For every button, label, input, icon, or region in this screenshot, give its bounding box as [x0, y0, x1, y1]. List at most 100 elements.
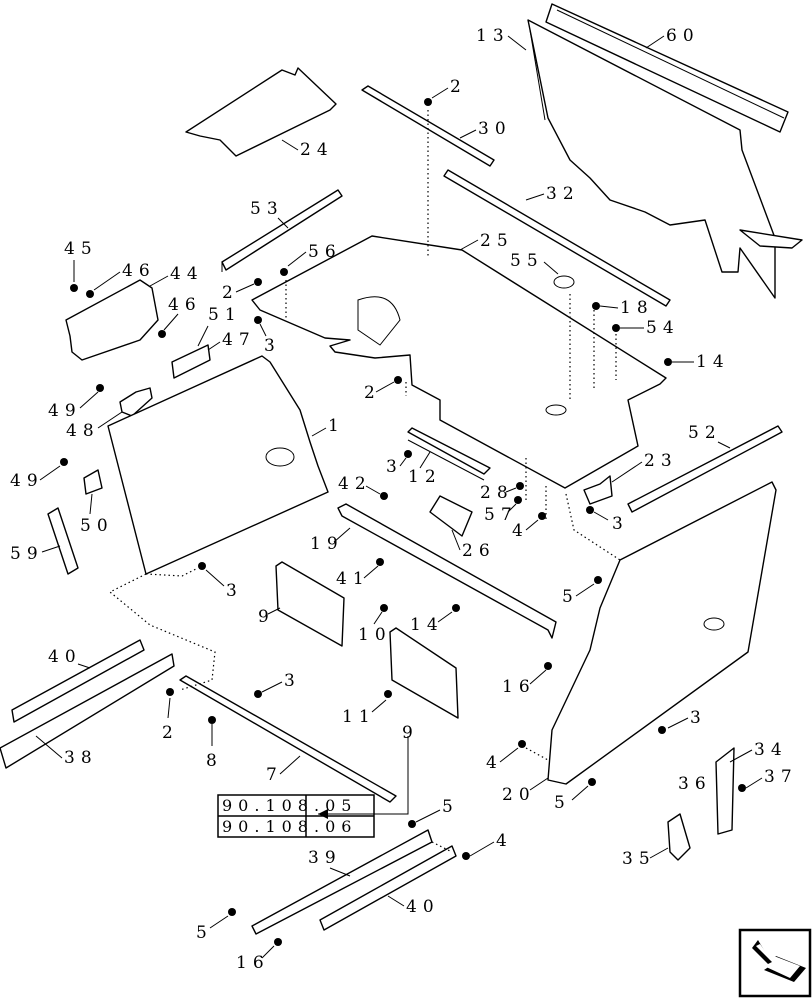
label-2b: 2 [222, 283, 239, 303]
label-41: 41 [336, 569, 370, 589]
leader-lines [108, 110, 621, 853]
part-24 [185, 67, 337, 157]
label-30: 30 [478, 119, 512, 139]
label-7: 7 [266, 765, 283, 785]
part-35 [667, 813, 691, 861]
label-50: 50 [80, 516, 114, 536]
label-28: 28 [480, 483, 514, 503]
label-48: 48 [66, 421, 100, 441]
label-42: 42 [338, 474, 372, 494]
label-60: 60 [666, 26, 700, 46]
label-4b: 4 [486, 753, 503, 773]
label-16a: 16 [502, 677, 536, 697]
label-5a: 5 [562, 587, 579, 607]
label-5c: 5 [442, 797, 459, 817]
label-4a: 4 [512, 521, 529, 541]
label-5b: 5 [554, 793, 571, 813]
part-12 [407, 427, 491, 481]
callout-labels: 13 60 2 30 24 32 53 25 45 46 44 56 55 2 … [10, 26, 798, 973]
label-18: 18 [620, 298, 654, 318]
label-56: 56 [308, 242, 342, 262]
label-9a: 9 [258, 607, 275, 627]
label-3d: 3 [226, 581, 243, 601]
label-40b: 40 [406, 897, 440, 917]
label-10: 10 [358, 625, 392, 645]
fasteners [60, 98, 746, 946]
label-52: 52 [688, 423, 722, 443]
label-47: 47 [222, 330, 256, 350]
part-59 [47, 507, 79, 575]
label-3c: 3 [612, 514, 629, 534]
label-34: 34 [754, 740, 788, 760]
label-2c: 2 [364, 383, 381, 403]
label-4c: 4 [496, 831, 513, 851]
label-36: 36 [678, 774, 712, 794]
label-3a: 3 [264, 336, 281, 356]
label-44: 44 [170, 264, 204, 284]
label-45: 45 [64, 239, 98, 259]
label-24: 24 [300, 140, 334, 160]
label-2d: 2 [162, 723, 179, 743]
label-14b: 14 [410, 615, 444, 635]
label-13: 13 [476, 26, 510, 46]
label-57: 57 [484, 505, 518, 525]
label-11: 11 [342, 707, 376, 727]
label-54: 54 [646, 318, 680, 338]
label-51: 51 [208, 305, 242, 325]
part-7 [179, 675, 397, 803]
part-34 [715, 747, 735, 835]
part-25 [251, 235, 667, 489]
part-26 [429, 495, 473, 537]
label-40a: 40 [48, 647, 82, 667]
part-38 [0, 653, 175, 769]
part-23 [583, 475, 613, 505]
part-47 [171, 344, 211, 379]
part-52 [627, 425, 783, 513]
part-9b [389, 627, 459, 719]
part-50 [83, 469, 103, 495]
label-3f: 3 [690, 708, 707, 728]
reference-box: 90.108.05 90.108.06 [217, 736, 409, 838]
label-3b: 3 [386, 457, 403, 477]
label-19: 19 [310, 534, 344, 554]
label-46b: 46 [168, 295, 202, 315]
part-30 [361, 85, 495, 167]
label-2a: 2 [450, 77, 467, 97]
part-44 [65, 279, 159, 361]
part-9a [275, 561, 345, 647]
label-37: 37 [764, 767, 798, 787]
part-19 [337, 503, 557, 639]
label-32: 32 [546, 184, 580, 204]
label-38: 38 [64, 748, 98, 768]
part-13 [527, 19, 803, 299]
part-40b [319, 845, 457, 931]
label-49b: 49 [10, 471, 44, 491]
label-39: 39 [308, 848, 342, 868]
part-32 [443, 169, 671, 307]
label-46a: 46 [122, 261, 156, 281]
part-40a [11, 639, 145, 723]
reference-90-108-06[interactable]: 90.108.06 [222, 817, 357, 836]
label-1: 1 [328, 416, 345, 436]
label-5d: 5 [196, 923, 213, 943]
next-page-arrow-icon[interactable] [738, 928, 812, 998]
label-20: 20 [502, 785, 536, 805]
label-55: 55 [510, 251, 544, 271]
label-25: 25 [480, 231, 514, 251]
label-9b: 9 [402, 723, 419, 743]
label-16b: 16 [236, 953, 270, 973]
label-26: 26 [462, 541, 496, 561]
label-49a: 49 [48, 401, 82, 421]
label-35: 35 [622, 849, 656, 869]
label-3e: 3 [284, 671, 301, 691]
part-53 [221, 189, 343, 272]
label-14a: 14 [696, 352, 730, 372]
label-59: 59 [10, 544, 44, 564]
label-23: 23 [644, 451, 678, 471]
part-20 [547, 481, 777, 785]
reference-90-108-05[interactable]: 90.108.05 [222, 796, 357, 815]
label-12: 12 [408, 467, 442, 487]
label-53: 53 [250, 199, 284, 219]
part-1 [107, 355, 329, 575]
